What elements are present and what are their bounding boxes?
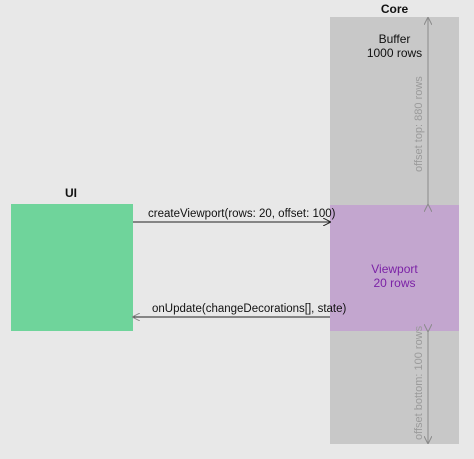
offset-top-label: offset top: 880 rows [413,76,425,172]
core-title: Core [380,2,409,16]
viewport-label: Viewport 20 rows [330,262,459,290]
buffer-label: Buffer 1000 rows [330,32,459,60]
ui-box [11,204,133,331]
core-viewport-box [330,205,459,331]
create-viewport-label: createViewport(rows: 20, offset: 100) [148,208,336,220]
viewport-label-name: Viewport [371,262,418,276]
ui-title: UI [65,186,77,200]
on-update-label: onUpdate(changeDecorations[], state) [152,303,347,315]
buffer-label-name: Buffer [378,32,411,46]
buffer-label-rows: 1000 rows [366,46,423,60]
offset-bottom-label: offset bottom: 100 rows [413,325,425,440]
viewport-label-rows: 20 rows [373,276,416,290]
